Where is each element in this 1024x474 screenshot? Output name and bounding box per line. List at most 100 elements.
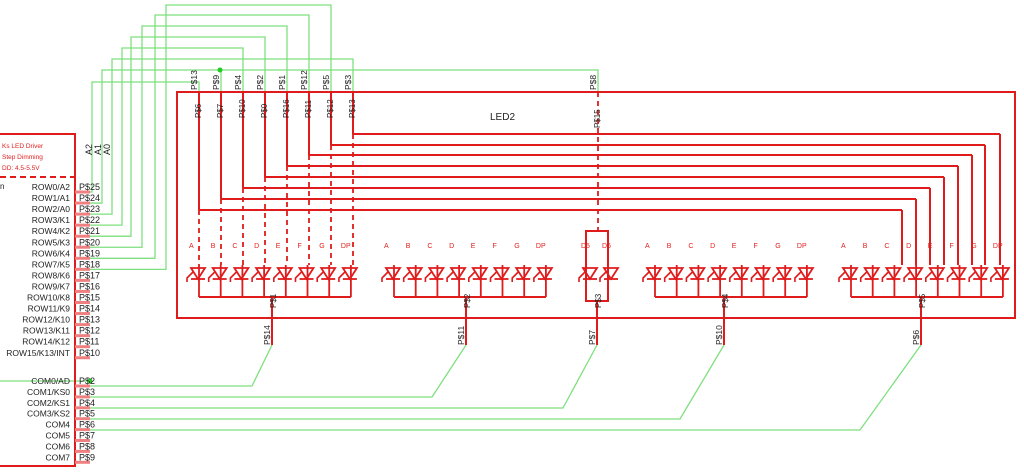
led-extra-outer-pad: P$8 (588, 75, 598, 90)
led-emission-icon (707, 271, 715, 282)
segment-label: DP (993, 243, 1003, 250)
led-emission-icon (599, 271, 607, 282)
led-emission-icon (511, 271, 519, 282)
led-icon (319, 267, 337, 281)
led-icon (732, 267, 750, 281)
driver-row-pin-name: ROW12/K10 (22, 315, 70, 325)
digit-bottom-pad: P$6 (911, 330, 921, 345)
led-emission-icon (424, 271, 432, 282)
driver-row-pad: P$12 (79, 326, 100, 336)
driver-row-pad: P$24 (79, 193, 100, 203)
led-emission-icon (968, 271, 976, 282)
driver-com-pin-name: COM4 (45, 420, 70, 430)
led-top-outer-pad: P$2 (255, 75, 265, 90)
digit-bottom-pad: P$11 (456, 326, 466, 345)
driver-com-pad: P$7 (79, 431, 95, 441)
segment-label: B (667, 243, 672, 250)
segment-label: G (775, 243, 780, 250)
driver-com-pad: P$8 (79, 441, 95, 451)
led-icon (581, 267, 599, 281)
led-icon (667, 267, 685, 281)
led-top-outer-pad: P$9 (211, 75, 221, 90)
segment-label: C (688, 243, 693, 250)
driver-row-pin-name: ROW10/K8 (27, 293, 70, 303)
led-extra-inner-pad: P$15 (593, 109, 602, 128)
driver-title-line: Step Dimming (2, 154, 43, 161)
address-label: A2 (84, 144, 94, 155)
led-icon (232, 267, 251, 281)
segment-label: C (232, 243, 237, 250)
dp-pair-frame (585, 230, 609, 302)
driver-row-pin-name: ROW7/K5 (32, 259, 71, 269)
led-emission-icon (750, 271, 759, 282)
led-emission-icon (186, 271, 194, 282)
driver-row-pad: P$23 (79, 204, 100, 214)
driver-com-pad: P$9 (79, 452, 95, 462)
led-icon (384, 267, 402, 281)
segment-label: DP (341, 243, 351, 250)
segment-label: F (950, 243, 954, 250)
segment-label: A (384, 243, 389, 250)
driver-row-pad: P$21 (79, 226, 100, 236)
digit-bottom-pad: P$7 (587, 330, 597, 345)
com-wire (90, 344, 725, 420)
driver-row-pin-name: ROW13/K11 (23, 326, 70, 336)
led-top-inner-pad: P$11 (304, 99, 313, 118)
led-icon (406, 267, 424, 281)
segment-label: B (863, 243, 868, 250)
led-icon (536, 267, 554, 281)
row-wire-extra (220, 69, 599, 92)
digit-label: P$5 (918, 293, 927, 308)
segment-label: C (884, 243, 889, 250)
led-emission-icon (251, 271, 259, 282)
led-icon (254, 267, 272, 281)
led-emission-icon (642, 271, 650, 282)
driver-ic-body (0, 133, 76, 467)
led-emission-icon (272, 271, 281, 282)
led-top-inner-pad: P$0 (260, 103, 269, 118)
row-wire (90, 69, 222, 204)
led-emission-icon (663, 271, 672, 282)
driver-row-pin-name: ROW4/K2 (32, 226, 71, 236)
driver-name-fragment: n (0, 182, 4, 191)
row-wire (90, 4, 332, 271)
wires-layer (0, 4, 922, 431)
segment-label: G (514, 243, 519, 250)
driver-row-pin-name: ROW0/A2 (32, 182, 71, 192)
driver-row-pad: P$22 (79, 215, 100, 225)
driver-com-pin-name: COM3/KS2 (27, 409, 70, 419)
driver-com-pin-name: COM2/KS1 (27, 398, 70, 408)
driver-com-pin-name: COM5 (45, 431, 70, 441)
led-emission-icon (924, 271, 933, 282)
segment-label: F (493, 243, 497, 250)
driver-row-pad: P$25 (79, 182, 100, 192)
led-emission-icon (838, 271, 846, 282)
driver-row-pad: P$20 (79, 237, 100, 247)
led-icon (863, 267, 881, 281)
segment-label: G (971, 243, 976, 250)
driver-com-pin-name: COM0/AD (31, 376, 70, 386)
segment-label: A (841, 243, 846, 250)
driver-com-pin-name: COM1/KS0 (27, 387, 70, 397)
led-emission-icon (207, 271, 216, 282)
row-wire (90, 36, 266, 237)
segment-label: E (928, 243, 933, 250)
led-top-inner-pad: P$12 (326, 99, 335, 118)
segment-label: D6 (602, 243, 611, 250)
driver-row-pad: P$15 (79, 293, 100, 303)
digit-group-3 (578, 230, 620, 345)
led-icon (471, 267, 489, 281)
led-top-inner-pad: P$7 (216, 103, 225, 118)
digit-group-2 (381, 265, 554, 345)
led-top-outer-pad: P$12 (299, 70, 309, 90)
segment-label: DP (536, 243, 546, 250)
segment-label: C (427, 243, 432, 250)
led-emission-icon (446, 271, 454, 282)
segment-label: D (906, 243, 911, 250)
driver-com-pad: P$6 (79, 420, 95, 430)
led-emission-icon (990, 271, 998, 282)
driver-com-pad: P$3 (79, 387, 95, 397)
led-icon (514, 267, 532, 281)
led-icon (971, 267, 989, 281)
